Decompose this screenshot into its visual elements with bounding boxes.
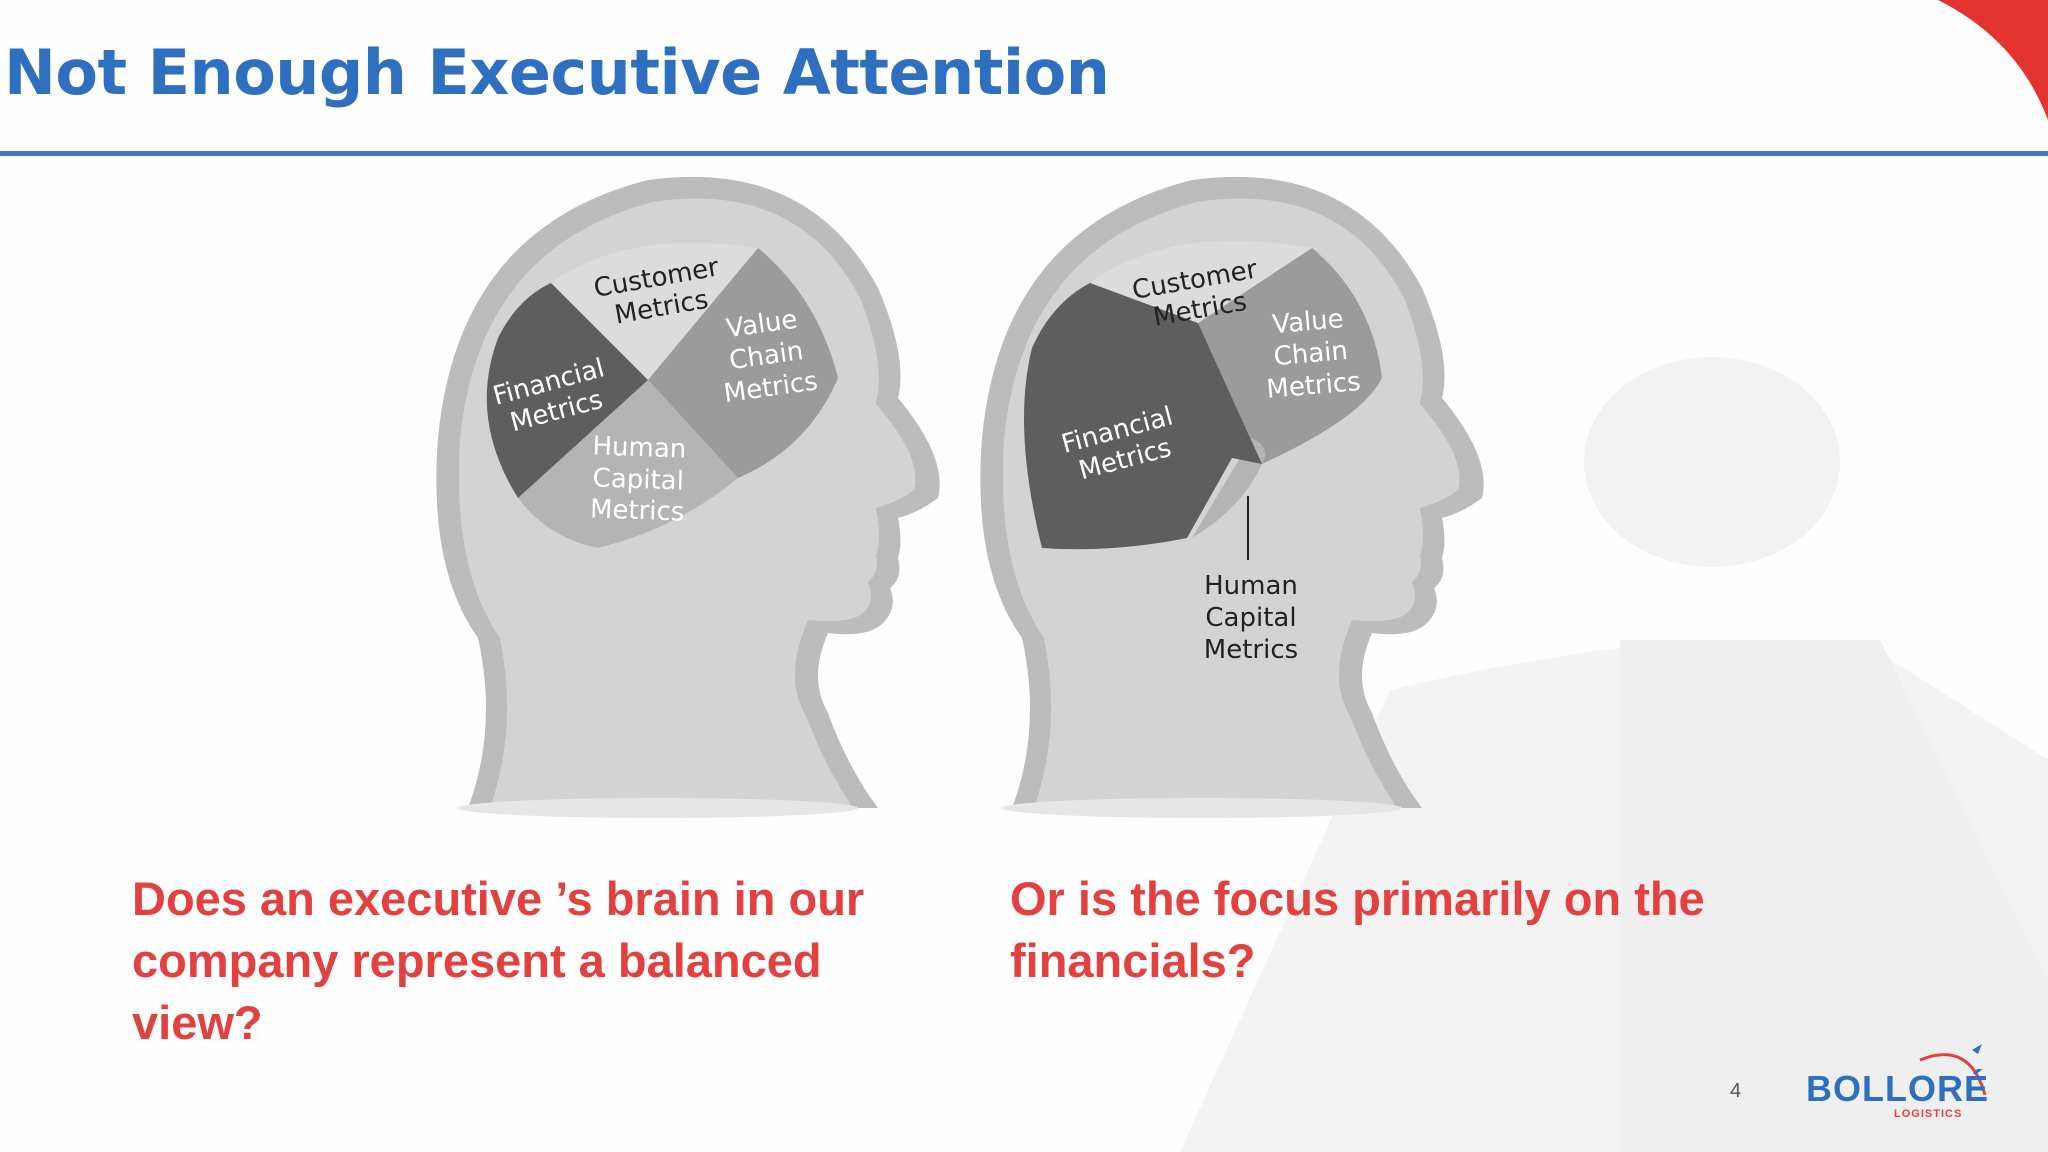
slide-title: Not Enough Executive Attention	[4, 36, 1109, 109]
logo-subtitle: LOGISTICS	[1894, 1108, 1962, 1120]
left-human-capital-label-line1: Human	[592, 431, 687, 464]
page-number: 4	[1730, 1080, 1741, 1103]
financial-focused-brain-head-diagram: Customer Metrics Financial Metrics Value…	[972, 168, 1492, 818]
left-human-capital-label-line2: Capital	[592, 463, 684, 496]
right-value-chain-label-line1: Value	[1271, 304, 1345, 340]
right-human-capital-label-line3: Metrics	[1204, 635, 1298, 665]
bollore-logistics-logo: BOLLORÉ LOGISTICS	[1800, 1040, 2000, 1120]
right-human-capital-label-line2: Capital	[1205, 603, 1296, 633]
balanced-view-question: Does an executive ’s brain in our compan…	[132, 868, 962, 1054]
logo-wordmark: BOLLORÉ	[1806, 1068, 1989, 1110]
balanced-brain-head-diagram: Customer Metrics Financial Metrics Value…	[428, 168, 948, 818]
corner-swoosh-decoration	[1928, 0, 2048, 130]
right-human-capital-label-line1: Human	[1204, 571, 1298, 601]
financial-focus-question: Or is the focus primarily on the financi…	[1010, 868, 1830, 992]
left-human-capital-label-line3: Metrics	[590, 494, 685, 527]
title-divider	[0, 151, 2048, 156]
